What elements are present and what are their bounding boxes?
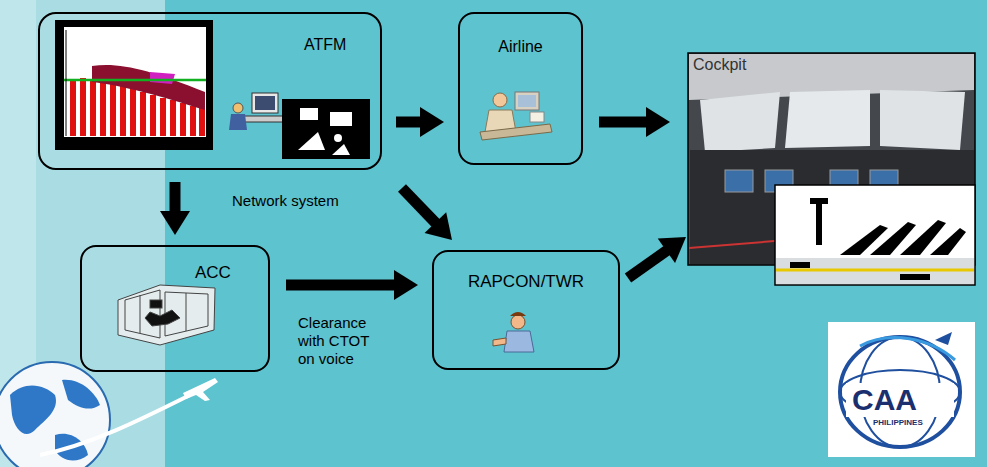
logo-subtext: PHILIPPINES <box>873 418 923 427</box>
arrow-head <box>394 270 418 300</box>
process-box: ACC <box>80 245 270 372</box>
apron-picture <box>775 185 975 285</box>
chart-picture <box>64 27 206 137</box>
apron-picture <box>776 269 974 272</box>
globe-picture <box>183 378 218 401</box>
apron-picture <box>776 258 974 284</box>
computer-picture <box>229 114 247 130</box>
airline-picture <box>480 124 552 140</box>
apron-picture <box>790 262 810 268</box>
airline-picture <box>530 112 544 122</box>
node-title: Cockpit <box>693 56 746 74</box>
computer-picture <box>332 144 350 155</box>
node-title: Airline <box>498 38 542 56</box>
chart-picture <box>66 30 67 136</box>
controller-picture <box>493 338 506 346</box>
radar-console-picture <box>140 295 141 333</box>
block-arrow <box>286 270 418 300</box>
computer-picture <box>298 132 325 150</box>
cockpit-picture <box>725 170 753 192</box>
radar-console-picture <box>118 285 215 345</box>
computer-picture <box>334 134 342 142</box>
chart-picture <box>64 79 206 82</box>
globe-picture <box>0 362 218 467</box>
arrow-shaft <box>599 117 647 128</box>
chart-picture <box>150 72 175 84</box>
airline-picture <box>493 93 507 107</box>
node-title: ATFM <box>304 36 346 54</box>
airline-picture <box>480 92 552 140</box>
radar-console-picture <box>186 293 187 331</box>
computer-picture <box>330 112 352 126</box>
apron-picture <box>810 198 828 204</box>
arrow-shaft <box>628 250 667 278</box>
block-arrow <box>599 107 670 137</box>
logo-picture <box>828 322 975 457</box>
chart-picture <box>92 65 205 110</box>
radar-console-picture <box>150 300 162 308</box>
process-box: RAPCON/TWR <box>432 250 620 370</box>
cockpit-picture <box>785 90 870 148</box>
chart-picture <box>55 20 213 150</box>
connector-label: Network system <box>232 192 339 210</box>
controller-picture <box>493 312 534 352</box>
airline-picture <box>515 92 539 110</box>
picture-box: Cockpit <box>688 53 975 265</box>
cockpit-picture <box>880 90 965 150</box>
computer-picture <box>255 96 275 110</box>
apron-picture <box>930 228 966 255</box>
computer-picture <box>233 103 243 113</box>
globe-picture <box>10 386 56 434</box>
process-box: Airline <box>458 12 583 165</box>
block-arrow <box>160 182 190 235</box>
arrow-head <box>425 212 452 240</box>
arrow-head <box>160 211 190 235</box>
computer-picture <box>252 93 278 113</box>
controller-picture <box>511 315 525 329</box>
computer-picture <box>282 99 370 159</box>
logo-picture <box>828 322 975 457</box>
radar-console-picture <box>118 285 215 345</box>
controller-picture <box>510 312 526 316</box>
node-title: ACC <box>195 263 231 283</box>
logo-picture <box>935 332 952 345</box>
computer-picture <box>243 116 283 122</box>
arrow-head <box>646 107 670 137</box>
arrow-shaft <box>286 280 395 291</box>
radar-console-picture <box>145 310 180 326</box>
chart-picture <box>58 137 210 148</box>
arrow-shaft <box>396 117 421 128</box>
connector-label: Clearance with CTOT on voice <box>298 314 382 368</box>
chart-picture <box>55 20 213 150</box>
computer-picture <box>300 108 318 120</box>
computer-picture <box>229 93 370 159</box>
cockpit-picture <box>700 92 780 152</box>
arrow-shaft <box>170 182 181 212</box>
logo-text: CAA <box>852 383 917 417</box>
logo-picture <box>840 337 960 447</box>
block-arrow <box>396 107 444 137</box>
airline-picture <box>518 95 536 107</box>
process-box: ATFM <box>38 12 382 170</box>
globe-picture <box>40 395 190 455</box>
arrow-head <box>658 237 686 263</box>
logo-picture <box>846 383 954 417</box>
globe-picture <box>62 380 100 409</box>
controller-picture <box>504 331 534 352</box>
apron-picture <box>775 185 975 285</box>
node-title: RAPCON/TWR <box>468 272 584 292</box>
arrow-shaft <box>402 188 436 223</box>
block-arrow <box>402 188 452 240</box>
arrow-head <box>420 107 444 137</box>
block-arrow <box>628 237 686 278</box>
apron-picture <box>900 274 930 280</box>
apron-picture <box>816 200 822 245</box>
